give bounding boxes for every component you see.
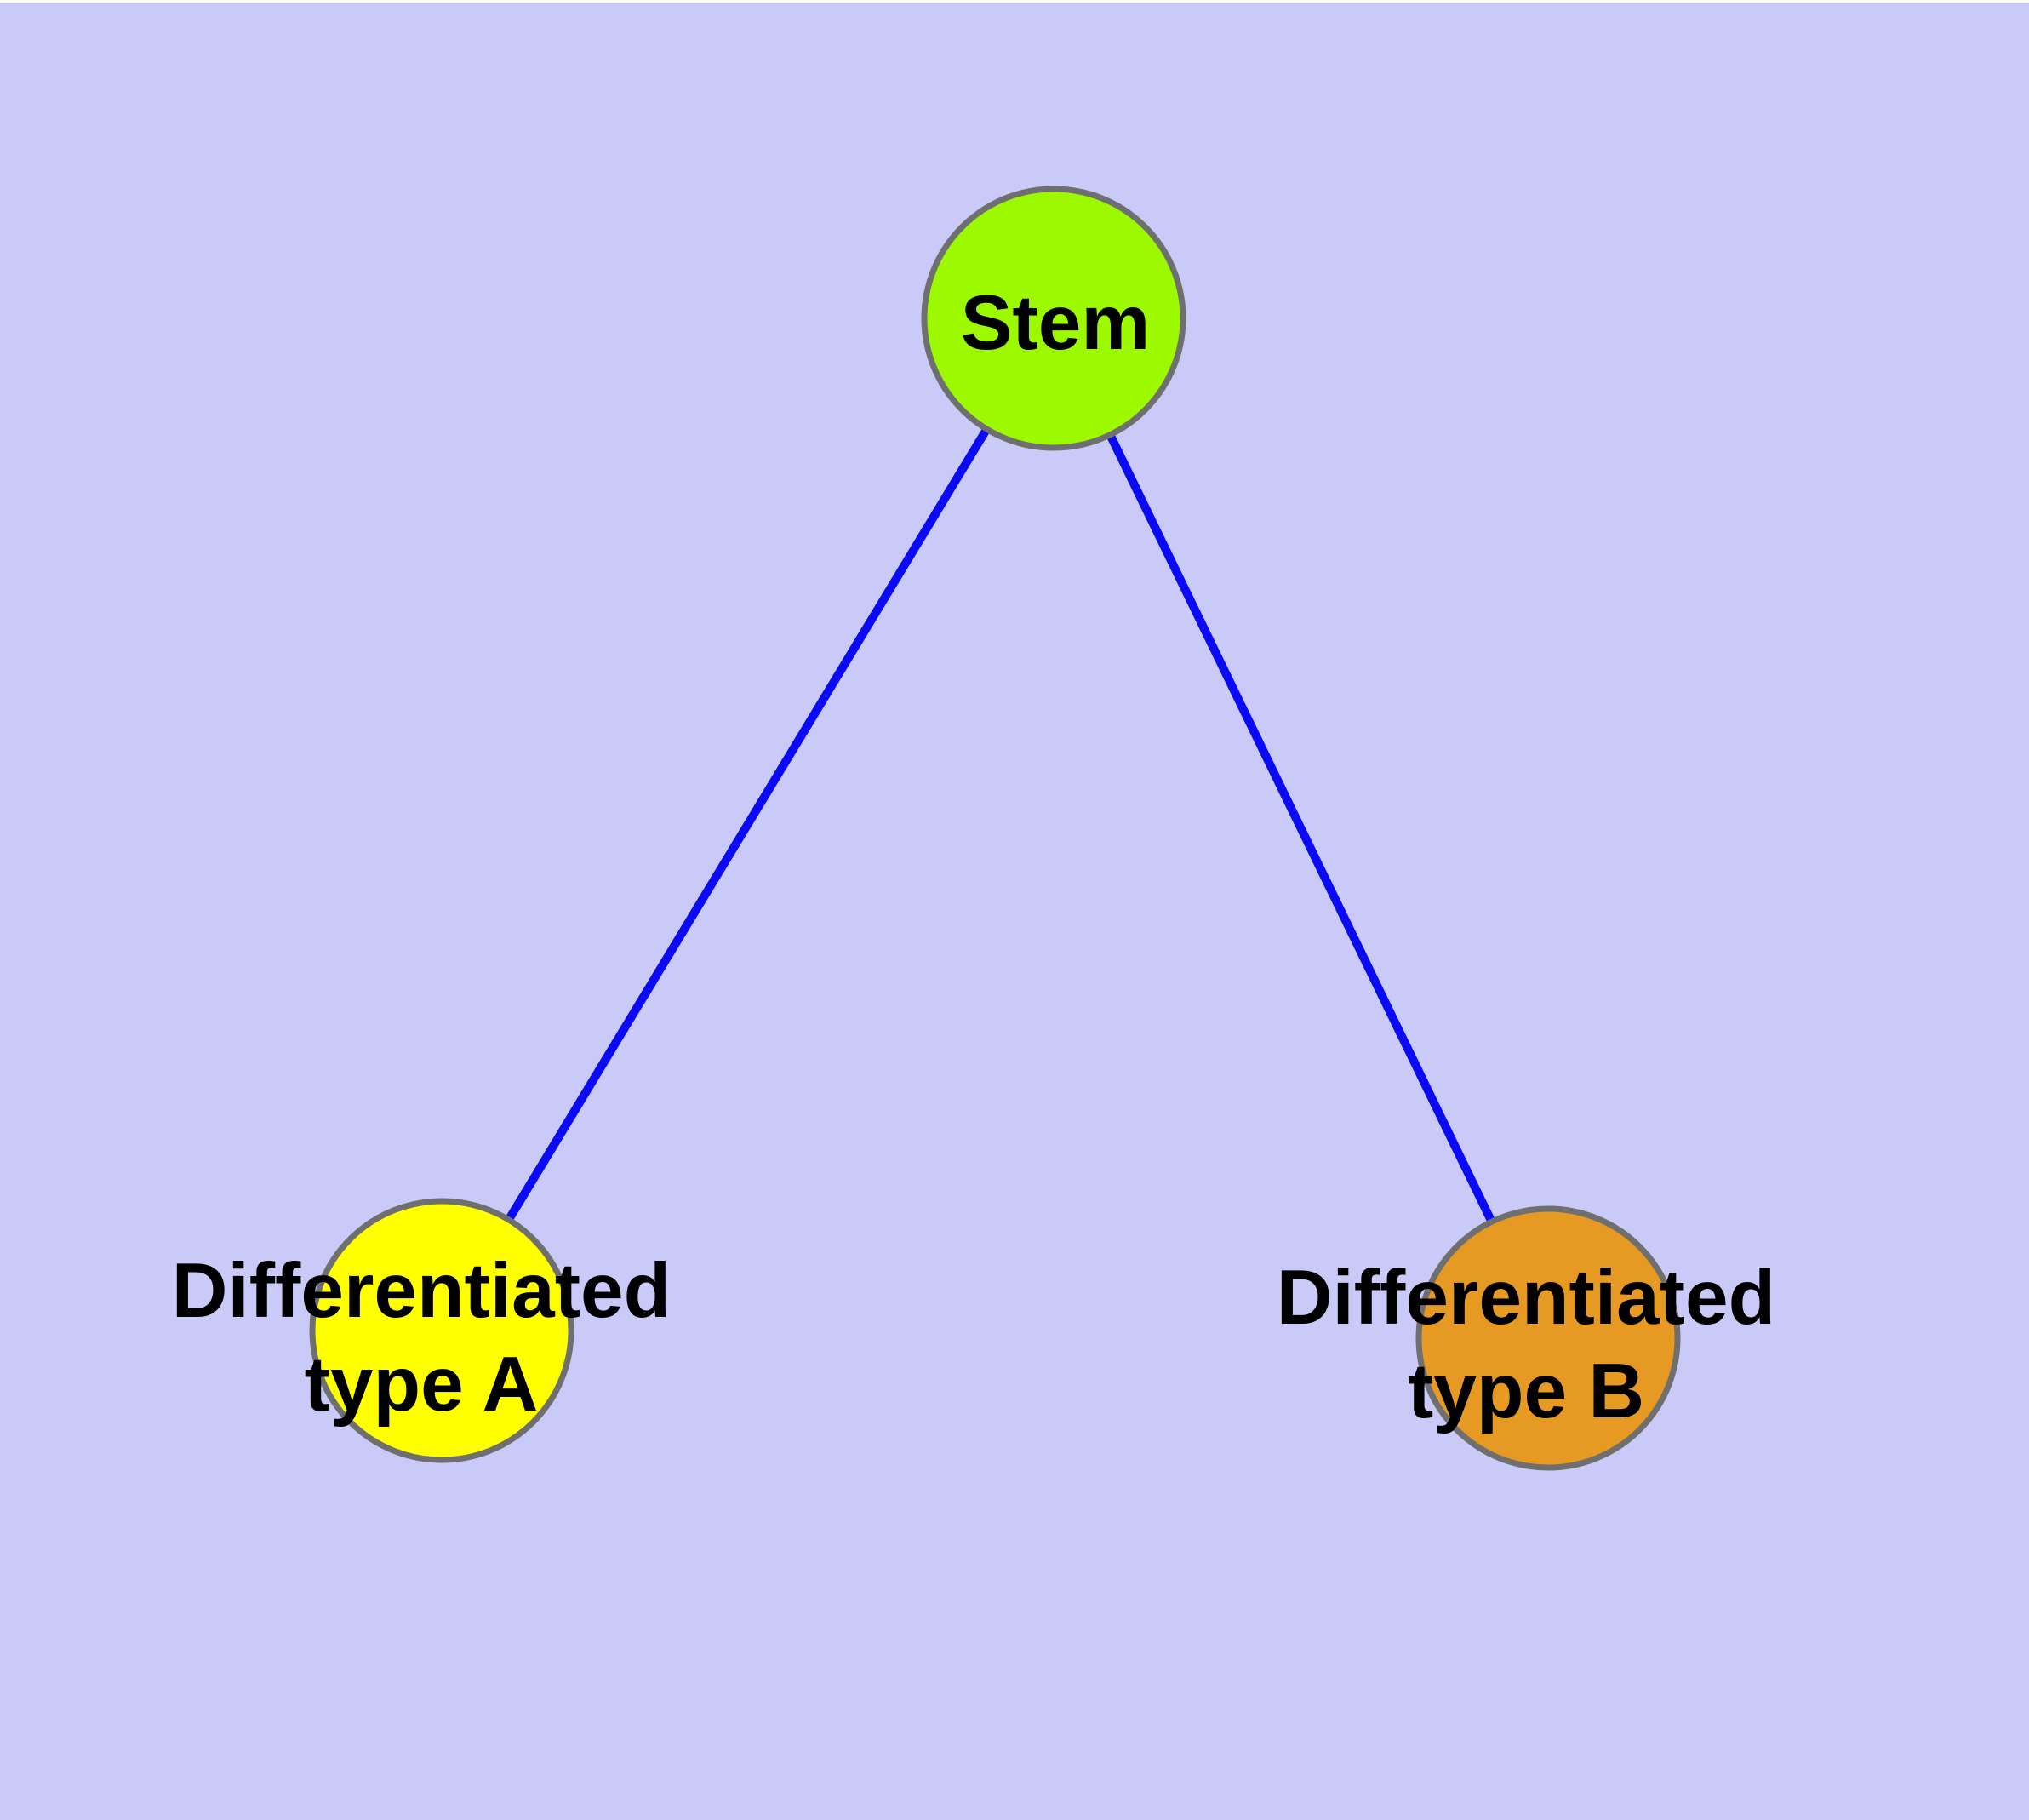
- node-stem-label: Stem: [961, 280, 1151, 366]
- node-type-b-label-line1: Differentiated: [1277, 1255, 1776, 1341]
- node-differentiated-type-a: [309, 1198, 574, 1463]
- node-stem: [921, 186, 1186, 451]
- node-type-a-label-line1: Differentiated: [172, 1248, 672, 1334]
- node-type-a-label-line2: type A: [305, 1342, 539, 1428]
- node-type-b-label-line2: type B: [1408, 1348, 1644, 1434]
- edge-stem-to-type-b: [1049, 316, 1552, 1341]
- edge-stem-to-type-a: [437, 316, 1058, 1333]
- node-labels: Stem Differentiated type A Differentiate…: [172, 280, 1776, 1434]
- node-differentiated-type-b: [1415, 1205, 1681, 1471]
